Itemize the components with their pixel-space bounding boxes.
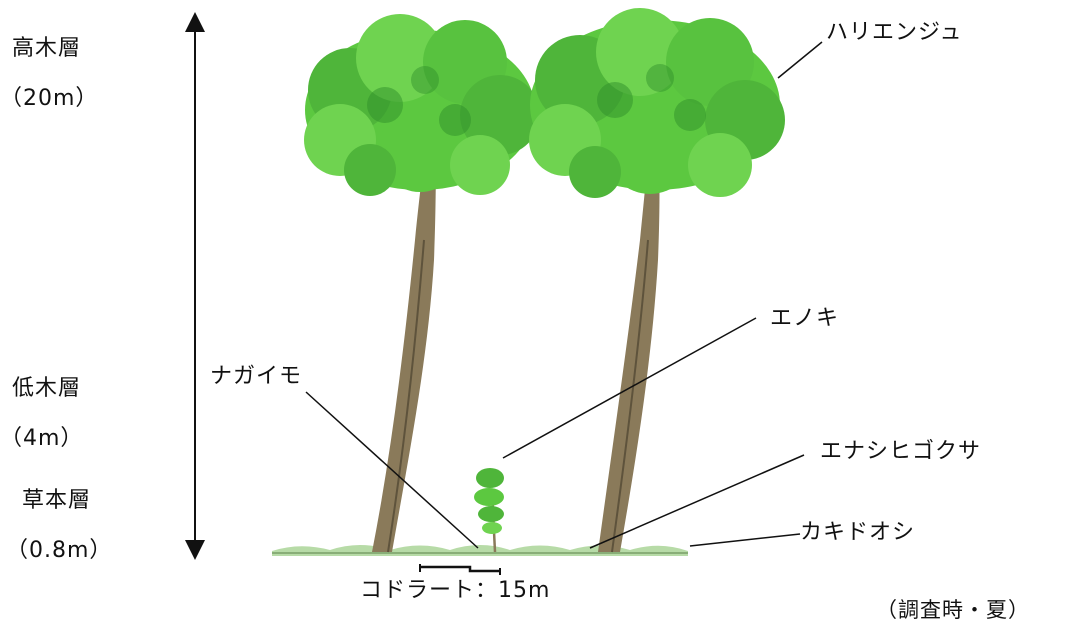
quadrat-label: コドラート：15m [360,578,551,603]
leader-harienju [777,41,823,79]
tree-left [304,14,540,553]
leader-enashi [589,454,805,549]
season-note: （調査時・夏） [876,598,1030,622]
enoki-sapling [474,468,504,553]
leader-enoki [502,317,757,459]
layer-low-height: （4m） [0,426,84,451]
tree-right-canopy [529,8,785,198]
layer-low-name: 低木層 [12,376,82,401]
layer-herb-height: （0.8m） [6,538,113,563]
leader-nagaimo [305,391,479,549]
ground-herb-layer [272,545,688,556]
layer-herb-name: 草本層 [22,488,92,513]
layer-tall-name: 高木層 [12,36,82,61]
layer-tall-height: （20m） [0,86,99,111]
tree-right [529,8,785,553]
label-enashihigokusa: エナシヒゴクサ [820,439,982,464]
label-harienju: ハリエンジュ [826,20,963,45]
label-kakidoshi: カキドオシ [800,520,916,545]
label-enoki: エノキ [770,306,840,331]
quadrat-bar [419,564,501,575]
tree-left-canopy [304,14,540,196]
label-nagaimo: ナガイモ [210,364,303,389]
leader-kakidoshi [689,533,801,547]
